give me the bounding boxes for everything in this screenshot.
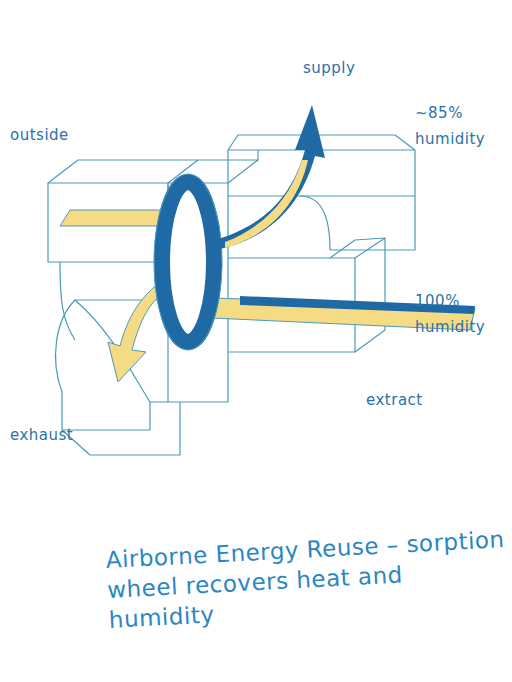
duct-outline (355, 238, 385, 352)
duct-outline (330, 196, 415, 250)
flow-label: supply (303, 55, 393, 81)
airflow-band (60, 210, 165, 226)
duct-outline (62, 402, 180, 455)
sorption-wheel (154, 174, 222, 350)
flow-label: exhaust (10, 422, 110, 448)
supply-arrow (215, 105, 325, 250)
flow-label: outside (10, 122, 110, 148)
flow-label: extract (366, 387, 466, 413)
duct-outline (330, 238, 385, 258)
supply-arrow (225, 160, 308, 248)
duct-outline (300, 196, 330, 250)
duct-outline (257, 150, 258, 160)
sorption-wheel (162, 182, 214, 342)
duct-outline (56, 300, 168, 430)
duct-outline (60, 262, 75, 340)
flow-label: 100% humidity (415, 288, 507, 340)
flow-label: ~85% humidity (415, 100, 507, 152)
wheel-hub (215, 260, 221, 272)
diagram-caption: Airborne Energy Reuse – sorption wheel r… (105, 524, 509, 635)
duct-outline (48, 183, 168, 262)
